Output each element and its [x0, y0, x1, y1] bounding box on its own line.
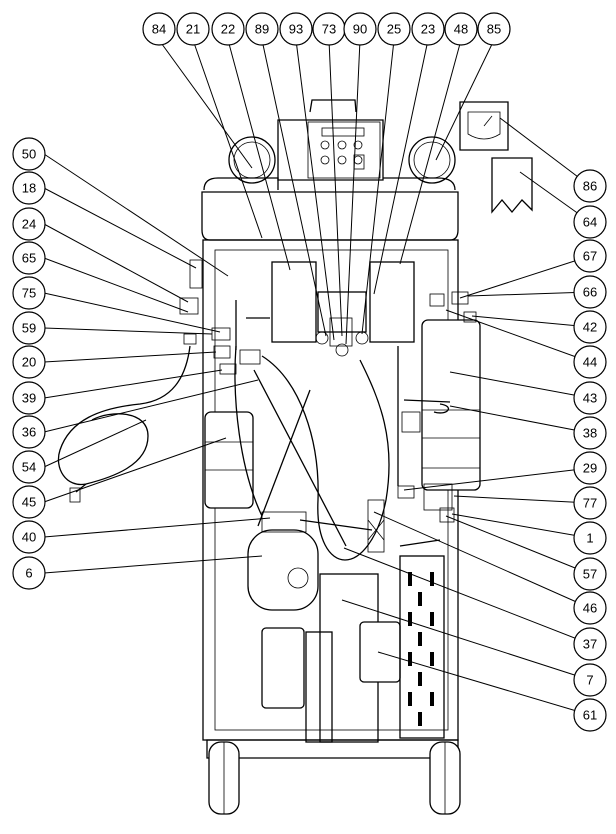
callout-46: 46 — [573, 591, 607, 625]
svg-text:40: 40 — [22, 530, 36, 545]
svg-text:85: 85 — [487, 22, 501, 37]
svg-text:1: 1 — [586, 531, 593, 546]
svg-text:54: 54 — [22, 460, 36, 475]
callouts-left: 50 18 24 65 75 59 20 39 36 54 45 40 6 — [12, 137, 46, 590]
svg-text:67: 67 — [583, 249, 597, 264]
callout-84: 84 — [142, 12, 176, 46]
callout-38: 38 — [573, 416, 607, 450]
callout-64: 64 — [573, 205, 607, 239]
callout-18: 18 — [12, 171, 46, 205]
callout-7: 7 — [573, 663, 607, 697]
callouts-top: 84 21 22 89 93 73 90 25 23 48 85 — [142, 12, 511, 46]
svg-text:50: 50 — [22, 147, 36, 162]
callout-6: 6 — [12, 556, 46, 590]
callout-21: 21 — [176, 12, 210, 46]
svg-text:42: 42 — [583, 320, 597, 335]
svg-text:93: 93 — [289, 22, 303, 37]
callout-24: 24 — [12, 207, 46, 241]
svg-text:89: 89 — [255, 22, 269, 37]
callout-89: 89 — [245, 12, 279, 46]
svg-text:29: 29 — [583, 461, 597, 476]
callout-85: 85 — [477, 12, 511, 46]
callout-1: 1 — [573, 521, 607, 555]
callout-90: 90 — [343, 12, 377, 46]
svg-text:66: 66 — [583, 285, 597, 300]
callout-37: 37 — [573, 627, 607, 661]
callout-57: 57 — [573, 557, 607, 591]
callout-23: 23 — [411, 12, 445, 46]
callout-54: 54 — [12, 450, 46, 484]
callout-77: 77 — [573, 486, 607, 520]
callout-25: 25 — [377, 12, 411, 46]
svg-text:59: 59 — [22, 321, 36, 336]
svg-text:22: 22 — [221, 22, 235, 37]
leader-lines — [43, 39, 591, 716]
callout-44: 44 — [573, 345, 607, 379]
svg-text:75: 75 — [22, 286, 36, 301]
callout-65: 65 — [12, 241, 46, 275]
callout-59: 59 — [12, 311, 46, 345]
svg-text:24: 24 — [22, 217, 36, 232]
svg-text:44: 44 — [583, 355, 597, 370]
callouts-right: 86 64 67 66 42 44 43 38 29 77 1 57 46 37… — [573, 169, 607, 732]
callout-61: 61 — [573, 698, 607, 732]
callout-67: 67 — [573, 239, 607, 273]
svg-text:39: 39 — [22, 391, 36, 406]
callout-93: 93 — [279, 12, 313, 46]
svg-text:90: 90 — [353, 22, 367, 37]
svg-text:25: 25 — [387, 22, 401, 37]
svg-text:21: 21 — [186, 22, 200, 37]
callout-40: 40 — [12, 520, 46, 554]
callout-39: 39 — [12, 381, 46, 415]
svg-text:20: 20 — [22, 355, 36, 370]
svg-text:73: 73 — [322, 22, 336, 37]
svg-text:7: 7 — [586, 673, 593, 688]
svg-text:36: 36 — [22, 425, 36, 440]
svg-text:6: 6 — [25, 566, 32, 581]
callout-66: 66 — [573, 275, 607, 309]
svg-text:57: 57 — [583, 567, 597, 582]
svg-text:64: 64 — [583, 215, 597, 230]
machine-body — [57, 99, 533, 815]
callout-42: 42 — [573, 310, 607, 344]
callout-43: 43 — [573, 381, 607, 415]
callout-75: 75 — [12, 276, 46, 310]
svg-text:38: 38 — [583, 426, 597, 441]
svg-text:48: 48 — [454, 22, 468, 37]
callout-45: 45 — [12, 485, 46, 519]
svg-text:23: 23 — [421, 22, 435, 37]
callout-73: 73 — [312, 12, 346, 46]
callout-29: 29 — [573, 451, 607, 485]
callout-20: 20 — [12, 345, 46, 379]
svg-text:46: 46 — [583, 601, 597, 616]
callout-22: 22 — [211, 12, 245, 46]
callout-36: 36 — [12, 415, 46, 449]
svg-text:86: 86 — [583, 179, 597, 194]
svg-text:77: 77 — [583, 496, 597, 511]
svg-text:37: 37 — [583, 637, 597, 652]
callout-48: 48 — [444, 12, 478, 46]
svg-text:65: 65 — [22, 251, 36, 266]
svg-text:43: 43 — [583, 391, 597, 406]
svg-text:84: 84 — [152, 22, 166, 37]
svg-text:18: 18 — [22, 181, 36, 196]
svg-text:61: 61 — [583, 708, 597, 723]
svg-text:45: 45 — [22, 495, 36, 510]
callout-50: 50 — [12, 137, 46, 171]
callout-86: 86 — [573, 169, 607, 203]
